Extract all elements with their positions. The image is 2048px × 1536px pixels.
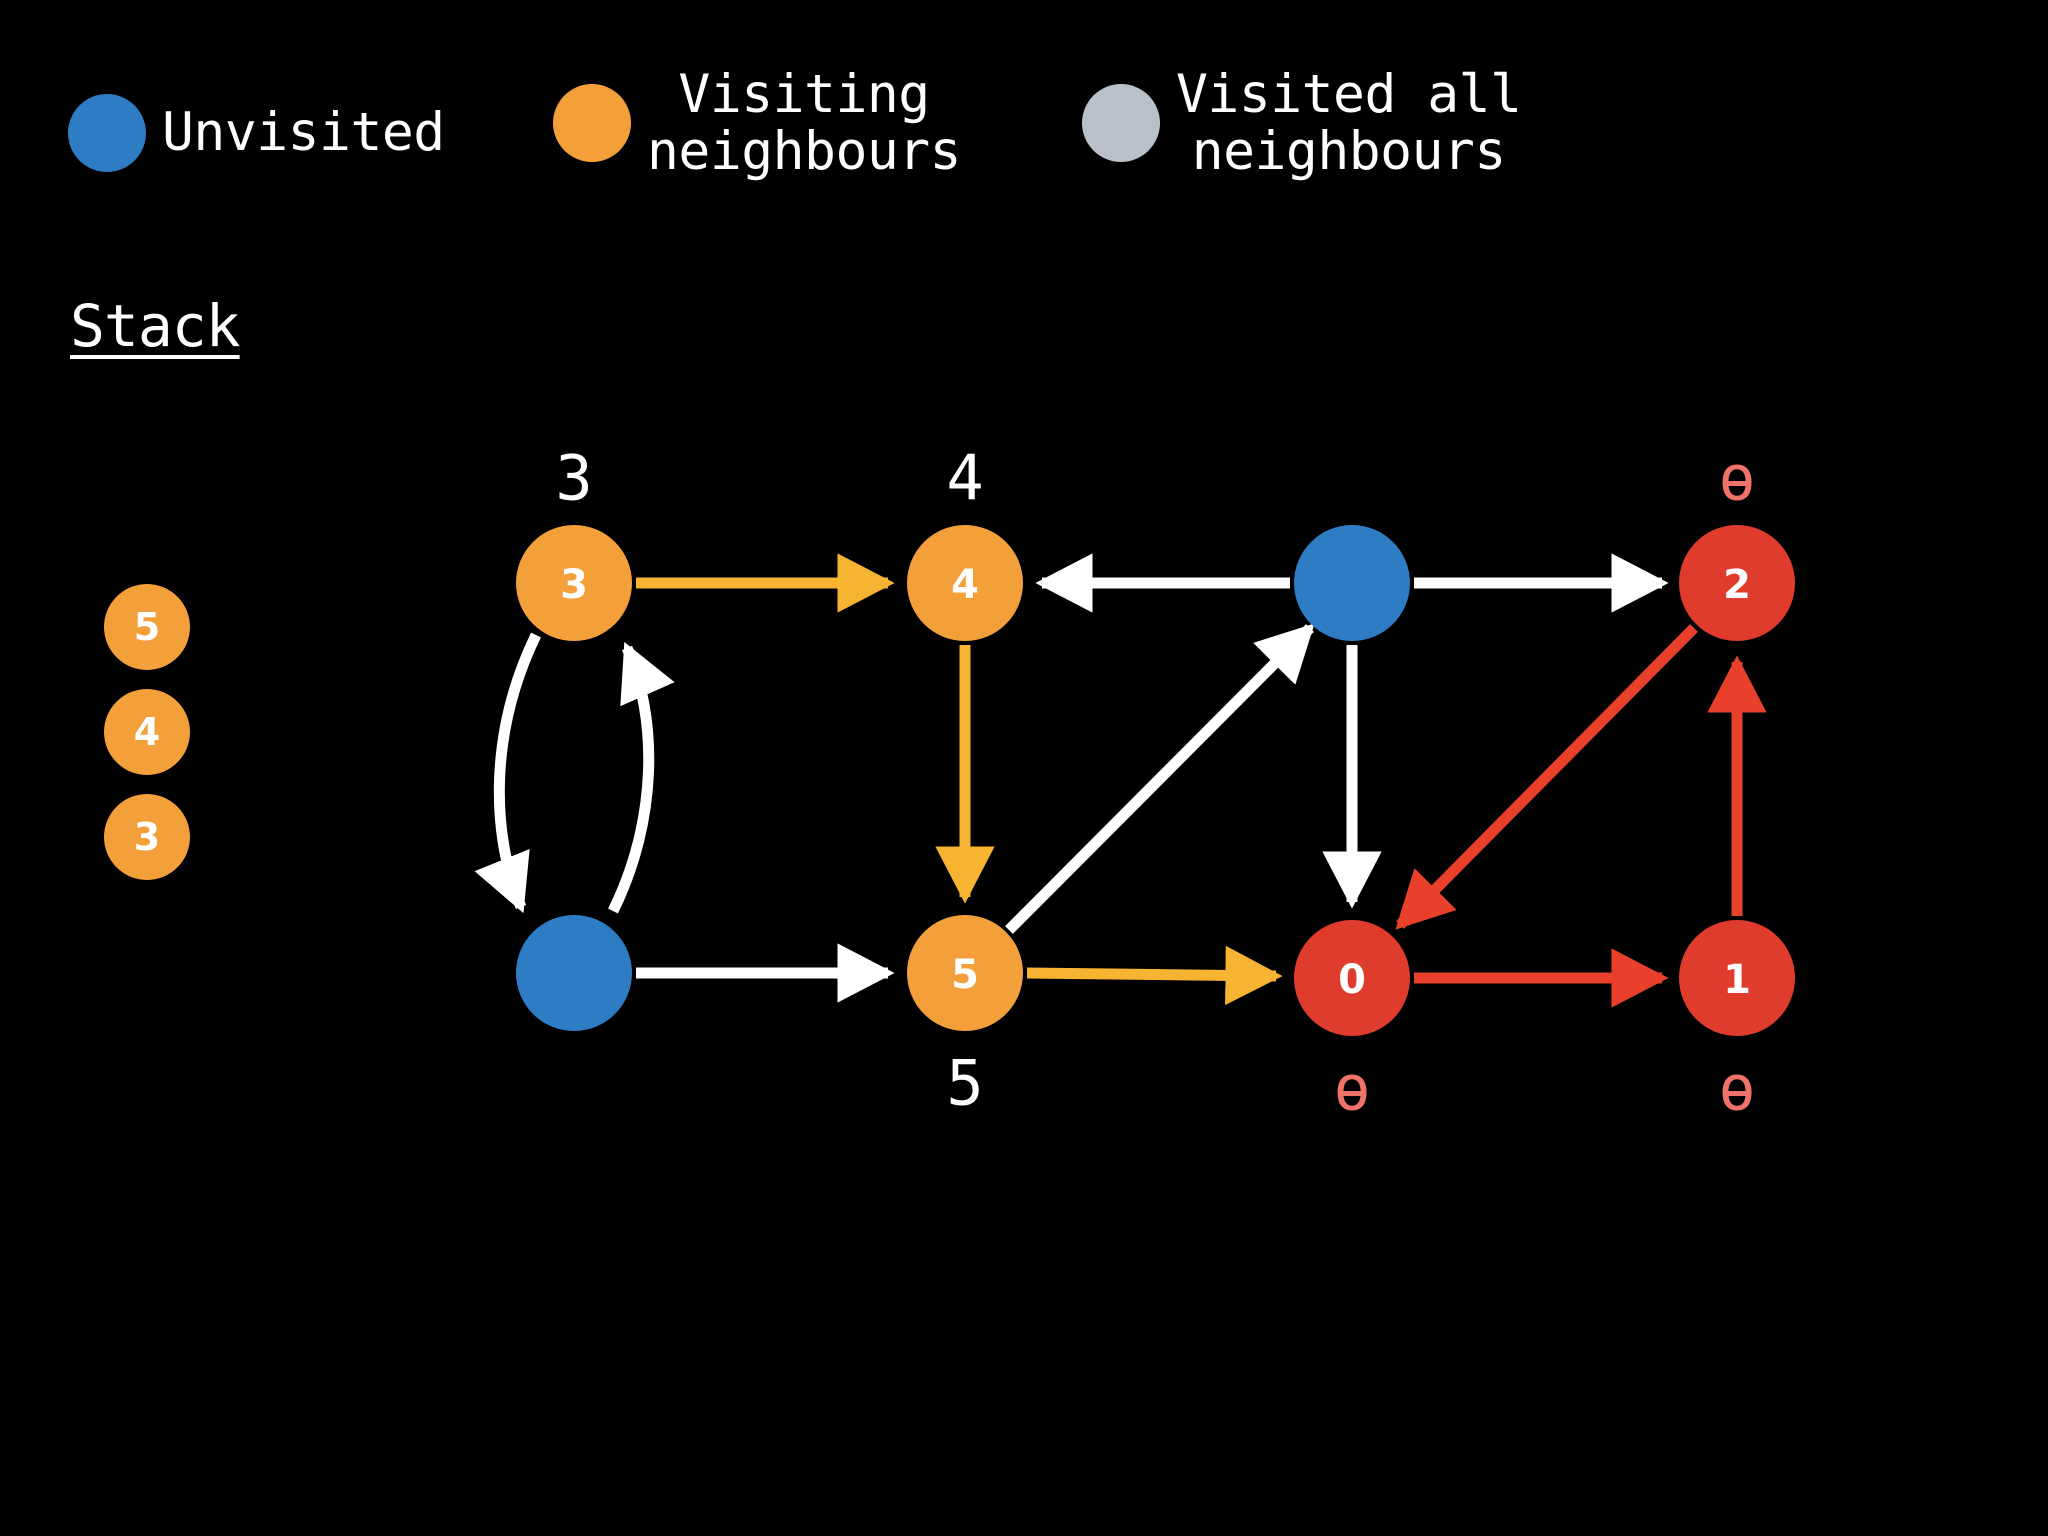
stack-node-5[interactable]: 5 — [104, 584, 190, 670]
node-circle — [1679, 525, 1795, 641]
legend-item-visited-all: Visited all neighbours — [1082, 66, 1522, 180]
graph-node-4[interactable]: 4 — [907, 525, 1023, 641]
node-order-label-0: ɵ — [1333, 1052, 1370, 1125]
node-circle — [907, 915, 1023, 1031]
node-order-label-2: ɵ — [1718, 442, 1755, 515]
graph-node-2[interactable]: 2 — [1679, 525, 1795, 641]
node-outer-label-layer: 3 4 ɵ 5 ɵ ɵ — [555, 442, 1755, 1125]
node-order-label-4: 4 — [946, 442, 983, 515]
node-order-label-1: ɵ — [1718, 1052, 1755, 1125]
legend-label-visiting: Visiting neighbours — [647, 64, 962, 183]
stack-items-list: 5 4 3 — [104, 584, 190, 880]
legend-label-visited-all: Visited all neighbours — [1176, 64, 1522, 183]
graph-node-3[interactable]: 3 — [516, 525, 632, 641]
edge-2-to-0 — [1395, 624, 1698, 930]
stack-title: Stack — [70, 292, 241, 360]
node-circle — [1679, 920, 1795, 1036]
node-order-label-3: 3 — [555, 442, 592, 515]
legend-label-unvisited: Unvisited — [162, 102, 445, 164]
node-circle — [516, 915, 632, 1031]
legend-item-unvisited: Unvisited — [68, 94, 445, 172]
legend-dot-visited-all-icon — [1082, 84, 1160, 163]
edge-7-to-3-curved — [608, 641, 675, 914]
graph-node-0[interactable]: 0 — [1294, 920, 1410, 1036]
node-circle — [1294, 920, 1410, 1036]
graph-node-n7[interactable] — [516, 915, 632, 1031]
node-circle — [1294, 525, 1410, 641]
legend-dot-unvisited-icon — [68, 94, 146, 172]
graph-node-1[interactable]: 1 — [1679, 920, 1795, 1036]
stack-node-3[interactable]: 3 — [104, 794, 190, 880]
legend-item-visiting: Visiting neighbours — [553, 64, 962, 183]
graph-node-5[interactable]: 5 — [907, 915, 1023, 1031]
stack-panel: Stack 5 4 3 — [70, 292, 400, 880]
node-circle — [516, 525, 632, 641]
edge-3-to-7-curved — [474, 632, 541, 914]
graph-node-n6[interactable] — [1294, 525, 1410, 641]
node-value-text: 4 — [951, 562, 979, 608]
node-order-label-5: 5 — [946, 1047, 983, 1120]
stack-node-4[interactable]: 4 — [104, 689, 190, 775]
node-value-text: 1 — [1723, 957, 1751, 1003]
node-layer: 3 4 2 5 0 1 — [516, 525, 1795, 1036]
node-value-text: 5 — [951, 952, 979, 998]
node-value-text: 2 — [1723, 562, 1751, 608]
edge-5-to-6 — [1005, 623, 1315, 934]
node-circle — [907, 525, 1023, 641]
edge-layer — [474, 553, 1767, 1008]
legend-dot-visiting-icon — [553, 84, 631, 163]
edge-5-to-0 — [1026, 945, 1283, 1006]
node-value-text: 3 — [560, 562, 588, 608]
node-value-text: 0 — [1338, 957, 1366, 1003]
legend: Unvisited Visiting neighbours Visited al… — [0, 66, 2048, 220]
